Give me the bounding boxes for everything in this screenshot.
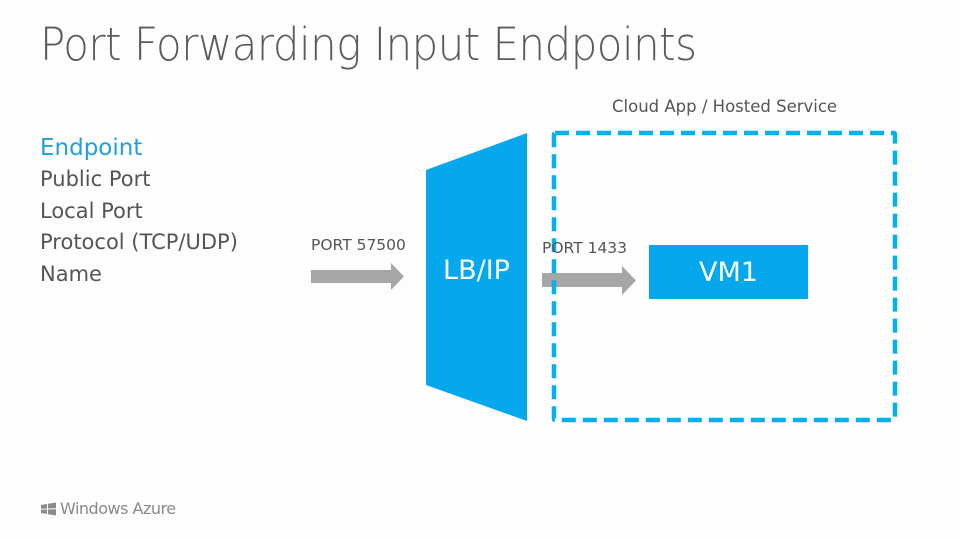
windows-flag-icon xyxy=(41,502,56,515)
endpoint-heading: Endpoint xyxy=(40,135,143,161)
local-port-arrow xyxy=(542,266,636,295)
public-port-arrow xyxy=(311,263,404,290)
property-protocol: Protocol (TCP/UDP) xyxy=(40,230,238,254)
property-name: Name xyxy=(40,261,102,286)
cloud-service-boundary xyxy=(551,130,898,423)
slide-title: Port Forwarding Input Endpoints xyxy=(40,18,697,71)
vm-box: VM1 xyxy=(649,245,808,299)
property-public-port: Public Port xyxy=(40,167,151,191)
public-port-label: PORT 57500 xyxy=(311,236,406,254)
load-balancer-label: LB/IP xyxy=(443,255,510,286)
local-port-label: PORT 1433 xyxy=(542,239,628,257)
vm-label: VM1 xyxy=(699,256,758,288)
windows-azure-logo: Windows Azure xyxy=(40,499,176,518)
endpoint-properties: Endpoint Public Port Local Port Protocol… xyxy=(40,132,238,290)
load-balancer-shape xyxy=(426,133,527,421)
property-local-port: Local Port xyxy=(40,198,143,223)
logo-text: Windows Azure xyxy=(60,499,176,518)
cloud-service-label: Cloud App / Hosted Service xyxy=(612,97,838,116)
